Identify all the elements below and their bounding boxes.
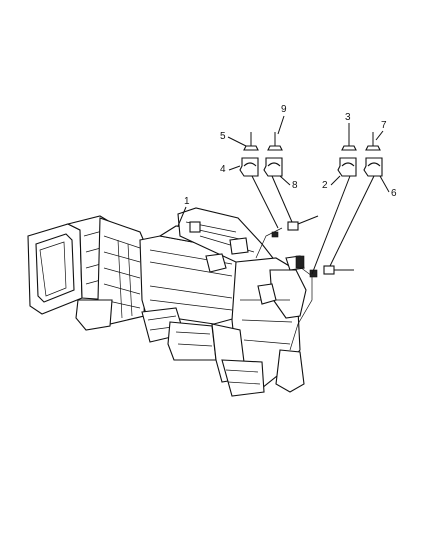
lower-duct-section xyxy=(141,307,265,397)
callout-label-4: 4 xyxy=(220,164,226,175)
air-inlet-duct xyxy=(27,215,113,315)
screw-9 xyxy=(267,132,283,151)
callout-label-7: 7 xyxy=(381,120,387,131)
callout-label-2: 2 xyxy=(322,180,328,191)
callout-label-1: 1 xyxy=(184,196,190,207)
connector-left xyxy=(287,215,319,231)
callout-label-6: 6 xyxy=(391,188,397,199)
blower-housing xyxy=(75,217,147,331)
hvac-housing-assembly xyxy=(27,207,318,397)
actuator-6 xyxy=(363,157,383,177)
callout-label-9: 9 xyxy=(281,104,287,115)
screw-3 xyxy=(341,132,357,151)
connector-right xyxy=(323,265,354,275)
callout-1: 1 xyxy=(177,196,190,227)
actuator-4 xyxy=(239,157,259,177)
callout-label-8: 8 xyxy=(292,180,298,191)
mode-door-section xyxy=(231,255,307,393)
callout-label-5: 5 xyxy=(220,131,226,142)
callout-label-3: 3 xyxy=(345,112,351,123)
actuator-8 xyxy=(263,157,283,177)
actuator-group-left: 5 9 4 8 xyxy=(220,104,319,231)
screw-5 xyxy=(243,132,259,151)
actuator-2 xyxy=(337,157,357,177)
actuator-group-right: 3 7 2 6 xyxy=(311,112,397,275)
screw-7 xyxy=(365,132,381,151)
